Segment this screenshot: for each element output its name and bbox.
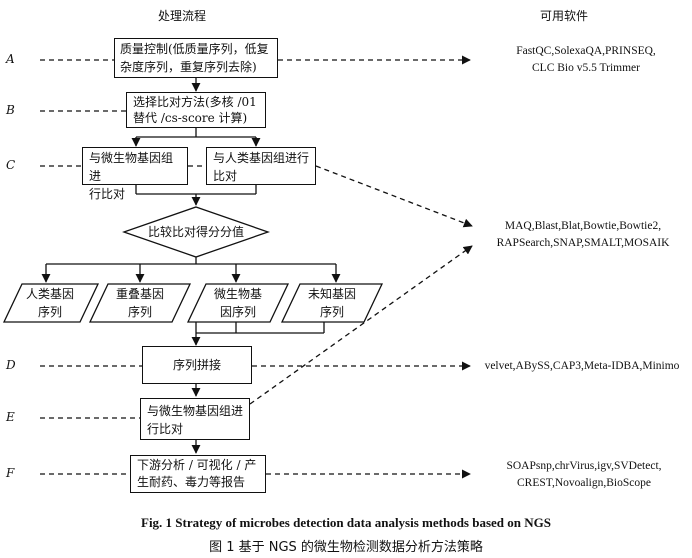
human-seq-label: 人类基因 序列 (12, 285, 88, 321)
sequence-assembly-label: 序列拼接 (172, 358, 221, 372)
microbe-genome-align-2-line-1: 与微生物基因组进 (147, 404, 244, 418)
quality-control-box: 质量控制(低质量序列，低复 杂度序列，重复序列去除) (114, 38, 278, 78)
row-label-F: F (6, 466, 15, 480)
unknown-seq-label: 未知基因 序列 (292, 285, 372, 321)
software-D: velvet,ABySS,CAP3,Meta-IDBA,Minimo (474, 358, 690, 375)
alignment-method-line-1: 选择比对方法(多核 /01 (133, 95, 257, 109)
human-genome-align-line-1: 与人类基因组进行 (213, 151, 310, 165)
microbe-seq-line-2: 因序列 (219, 305, 256, 319)
unknown-seq-line-2: 序列 (319, 305, 344, 319)
human-seq-line-2: 序列 (37, 305, 62, 319)
human-genome-align-box: 与人类基因组进行 比对 (206, 147, 316, 185)
quality-control-line-1: 质量控制(低质量序列，低复 (120, 42, 269, 56)
human-seq-parallelogram (2, 283, 100, 323)
compare-score-label: 比较比对得分分值 (147, 225, 244, 239)
row-label-C: C (6, 158, 16, 172)
software-A: FastQC,SolexaQA,PRINSEQ, CLC Bio v5.5 Tr… (482, 43, 690, 77)
software-C-line-2: RAPSearch,SNAP,SMALT,MOSAIK (496, 237, 670, 249)
quality-control-line-2: 杂度序列，重复序列去除) (120, 60, 257, 74)
human-genome-align-line-2: 比对 (213, 169, 238, 183)
flow-arrows (41, 78, 341, 454)
row-label-E: E (6, 410, 15, 424)
microbe-genome-align-2-box: 与微生物基因组进 行比对 (140, 398, 250, 440)
row-leaders (40, 59, 142, 475)
unknown-seq-line-1: 未知基因 (307, 287, 356, 301)
dup-seq-label: 重叠基因 序列 (100, 285, 180, 321)
software-F-line-1: SOAPsnp,chrVirus,igv,SVDetect, (506, 460, 662, 472)
software-F: SOAPsnp,chrVirus,igv,SVDetect, CREST,Nov… (478, 458, 690, 492)
software-F-line-2: CREST,Novoalign,BioScope (517, 477, 651, 489)
microbe-genome-align-box: 与微生物基因组进 行比对 (82, 147, 188, 201)
figure-caption-en: Fig. 1 Strategy of microbes detection da… (141, 515, 551, 530)
software-D-line-1: velvet,ABySS,CAP3,Meta-IDBA,Minimo (484, 360, 680, 372)
microbe-genome-align-2-line-2: 行比对 (147, 422, 184, 436)
microbe-seq-line-1: 微生物基 (213, 287, 262, 301)
row-label-A: A (6, 52, 15, 66)
software-C: MAQ,Blast,Blat,Bowtie,Bowtie2, RAPSearch… (476, 218, 690, 252)
figure-caption-zh: 图 1 基于 NGS 的微生物检测数据分析方法策略 (209, 540, 483, 555)
microbe-seq-label: 微生物基 因序列 (198, 285, 278, 321)
dup-seq-line-2: 序列 (127, 305, 152, 319)
downstream-analysis-line-1: 下游分析 / 可视化 / 产 (137, 458, 257, 472)
microbe-seq-parallelogram (186, 283, 290, 323)
unknown-seq-parallelogram (280, 283, 384, 323)
software-leaders (188, 55, 473, 479)
flow-column-header: 处理流程 (158, 9, 207, 23)
downstream-analysis-line-2: 生耐药、毒力等报告 (137, 475, 246, 489)
sequence-assembly-box: 序列拼接 (142, 346, 252, 384)
downstream-analysis-box: 下游分析 / 可视化 / 产 生耐药、毒力等报告 (130, 455, 266, 493)
alignment-method-line-2: 替代 /cs-score 计算) (133, 111, 248, 125)
row-label-D: D (6, 358, 16, 372)
to-software-E (249, 245, 473, 405)
software-C-line-1: MAQ,Blast,Blat,Bowtie,Bowtie2, (504, 220, 662, 232)
software-A-line-2: CLC Bio v5.5 Trimmer (532, 62, 640, 74)
to-software-C (315, 165, 473, 228)
microbe-genome-align-line-1: 与微生物基因组进 (89, 151, 174, 183)
row-label-B: B (6, 103, 15, 117)
alignment-method-box: 选择比对方法(多核 /01 替代 /cs-score 计算) (126, 92, 266, 128)
dup-seq-parallelogram (88, 283, 192, 323)
dup-seq-line-1: 重叠基因 (115, 287, 164, 301)
microbe-genome-align-line-2: 行比对 (89, 187, 126, 201)
software-column-header: 可用软件 (540, 9, 589, 23)
compare-diamond (122, 206, 270, 258)
human-seq-line-1: 人类基因 (25, 287, 74, 301)
software-A-line-1: FastQC,SolexaQA,PRINSEQ, (516, 45, 656, 57)
